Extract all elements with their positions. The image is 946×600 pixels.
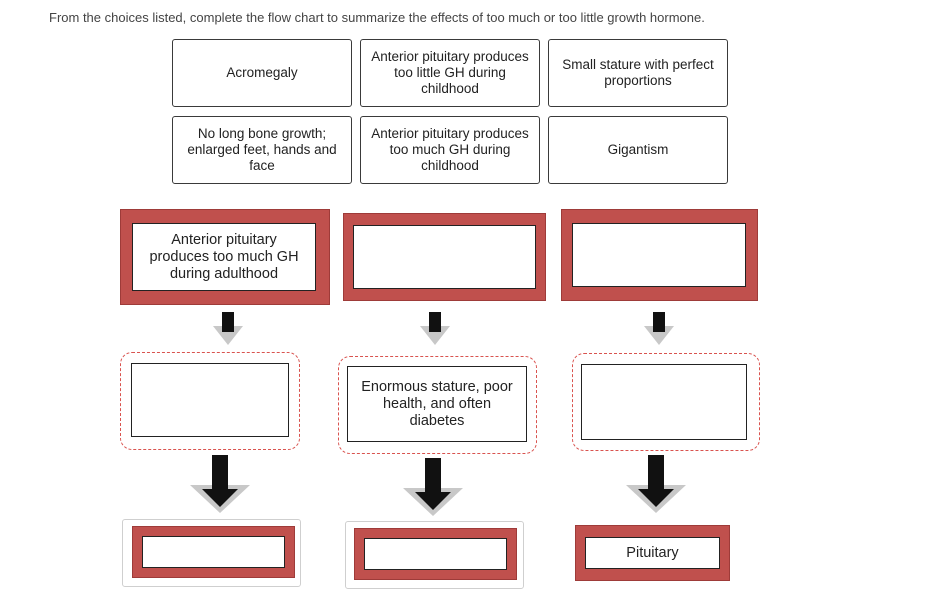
condition-dropzone-2[interactable] (364, 538, 507, 570)
choice-gigantism[interactable]: Gigantism (548, 116, 728, 184)
arrow-down-icon (403, 458, 463, 516)
effect-frame-1 (120, 352, 300, 450)
effect-frame-2: Enormous stature, poor health, and often… (338, 356, 537, 454)
instruction-text: From the choices listed, complete the fl… (49, 10, 705, 25)
cause-dropzone-1[interactable]: Anterior pituitary produces too much GH … (132, 223, 316, 291)
choice-label: Anterior pituitary produces too little G… (371, 49, 529, 96)
choice-too-little-childhood[interactable]: Anterior pituitary produces too little G… (360, 39, 540, 107)
condition-dropzone-3[interactable]: Pituitary (585, 537, 720, 569)
cause-text-1: Anterior pituitary produces too much GH … (149, 231, 299, 282)
effect-frame-3 (572, 353, 760, 451)
effect-text-2: Enormous stature, poor health, and often… (361, 378, 513, 429)
arrow-down-icon (190, 455, 250, 513)
choice-too-much-childhood[interactable]: Anterior pituitary produces too much GH … (360, 116, 540, 184)
arrow-down-icon (420, 312, 450, 345)
choice-label: Gigantism (607, 142, 669, 157)
choice-label: Acromegaly (226, 65, 298, 80)
choice-label: Anterior pituitary produces too much GH … (371, 126, 529, 173)
condition-text-3: Pituitary (626, 545, 679, 561)
effect-dropzone-2[interactable]: Enormous stature, poor health, and often… (347, 366, 527, 442)
cause-frame-3 (561, 209, 758, 301)
condition-frame-2 (354, 528, 517, 580)
effect-dropzone-3[interactable] (581, 364, 747, 440)
condition-frame-3: Pituitary (575, 525, 730, 581)
effect-dropzone-1[interactable] (131, 363, 289, 437)
choice-label: Small stature with perfect proportions (562, 57, 714, 88)
choice-small-stature[interactable]: Small stature with perfect proportions (548, 39, 728, 107)
condition-dropzone-1[interactable] (142, 536, 285, 568)
cause-frame-1: Anterior pituitary produces too much GH … (120, 209, 330, 305)
choice-acromegaly[interactable]: Acromegaly (172, 39, 352, 107)
arrow-down-icon (644, 312, 674, 345)
cause-frame-2 (343, 213, 546, 301)
condition-frame-1 (132, 526, 295, 578)
choice-label: No long bone growth; enlarged feet, hand… (187, 126, 337, 173)
arrow-down-icon (626, 455, 686, 513)
cause-dropzone-2[interactable] (353, 225, 536, 289)
arrow-down-icon (213, 312, 243, 345)
cause-dropzone-3[interactable] (572, 223, 746, 287)
choice-no-long-bone[interactable]: No long bone growth; enlarged feet, hand… (172, 116, 352, 184)
